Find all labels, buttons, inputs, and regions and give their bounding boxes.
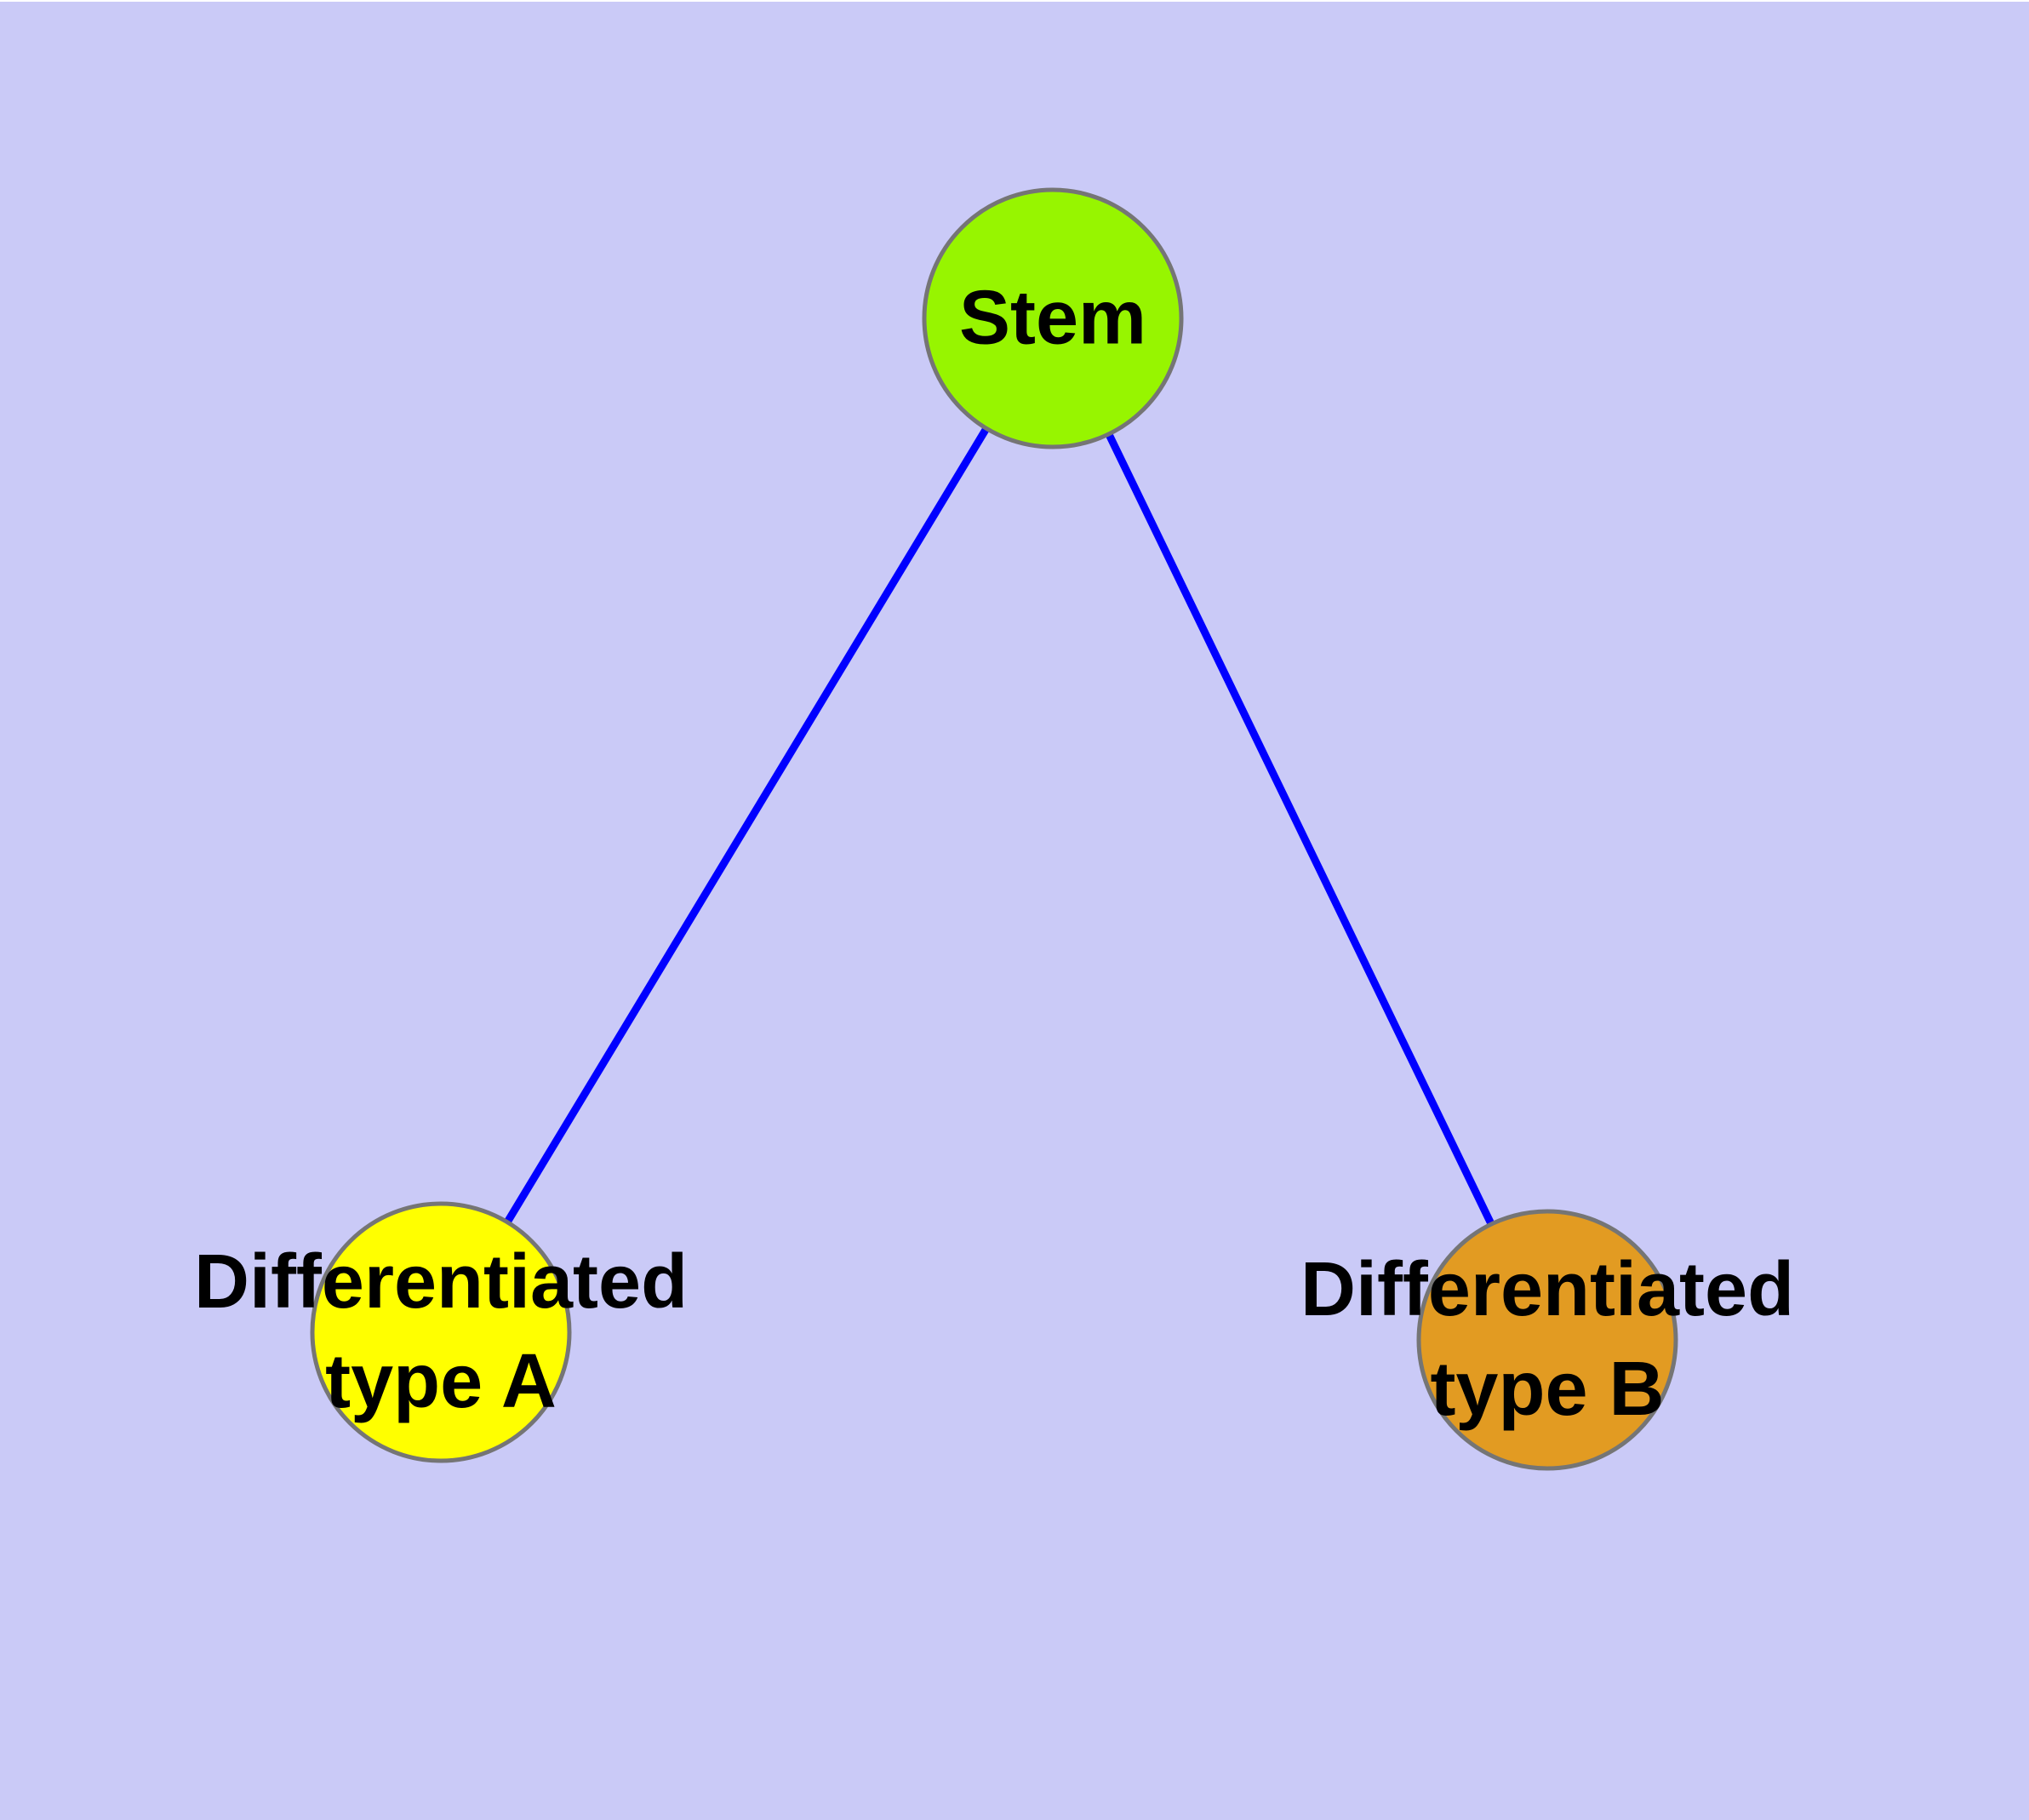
- edge-stem-to-differentiated-type-a: [437, 316, 1056, 1335]
- node-stem: [922, 187, 1184, 449]
- node-differentiated-type-b: [1416, 1209, 1678, 1471]
- edge-stem-to-differentiated-type-b: [1049, 317, 1552, 1342]
- node-differentiated-type-a: [310, 1201, 572, 1463]
- top-margin-strip: [0, 0, 2029, 2]
